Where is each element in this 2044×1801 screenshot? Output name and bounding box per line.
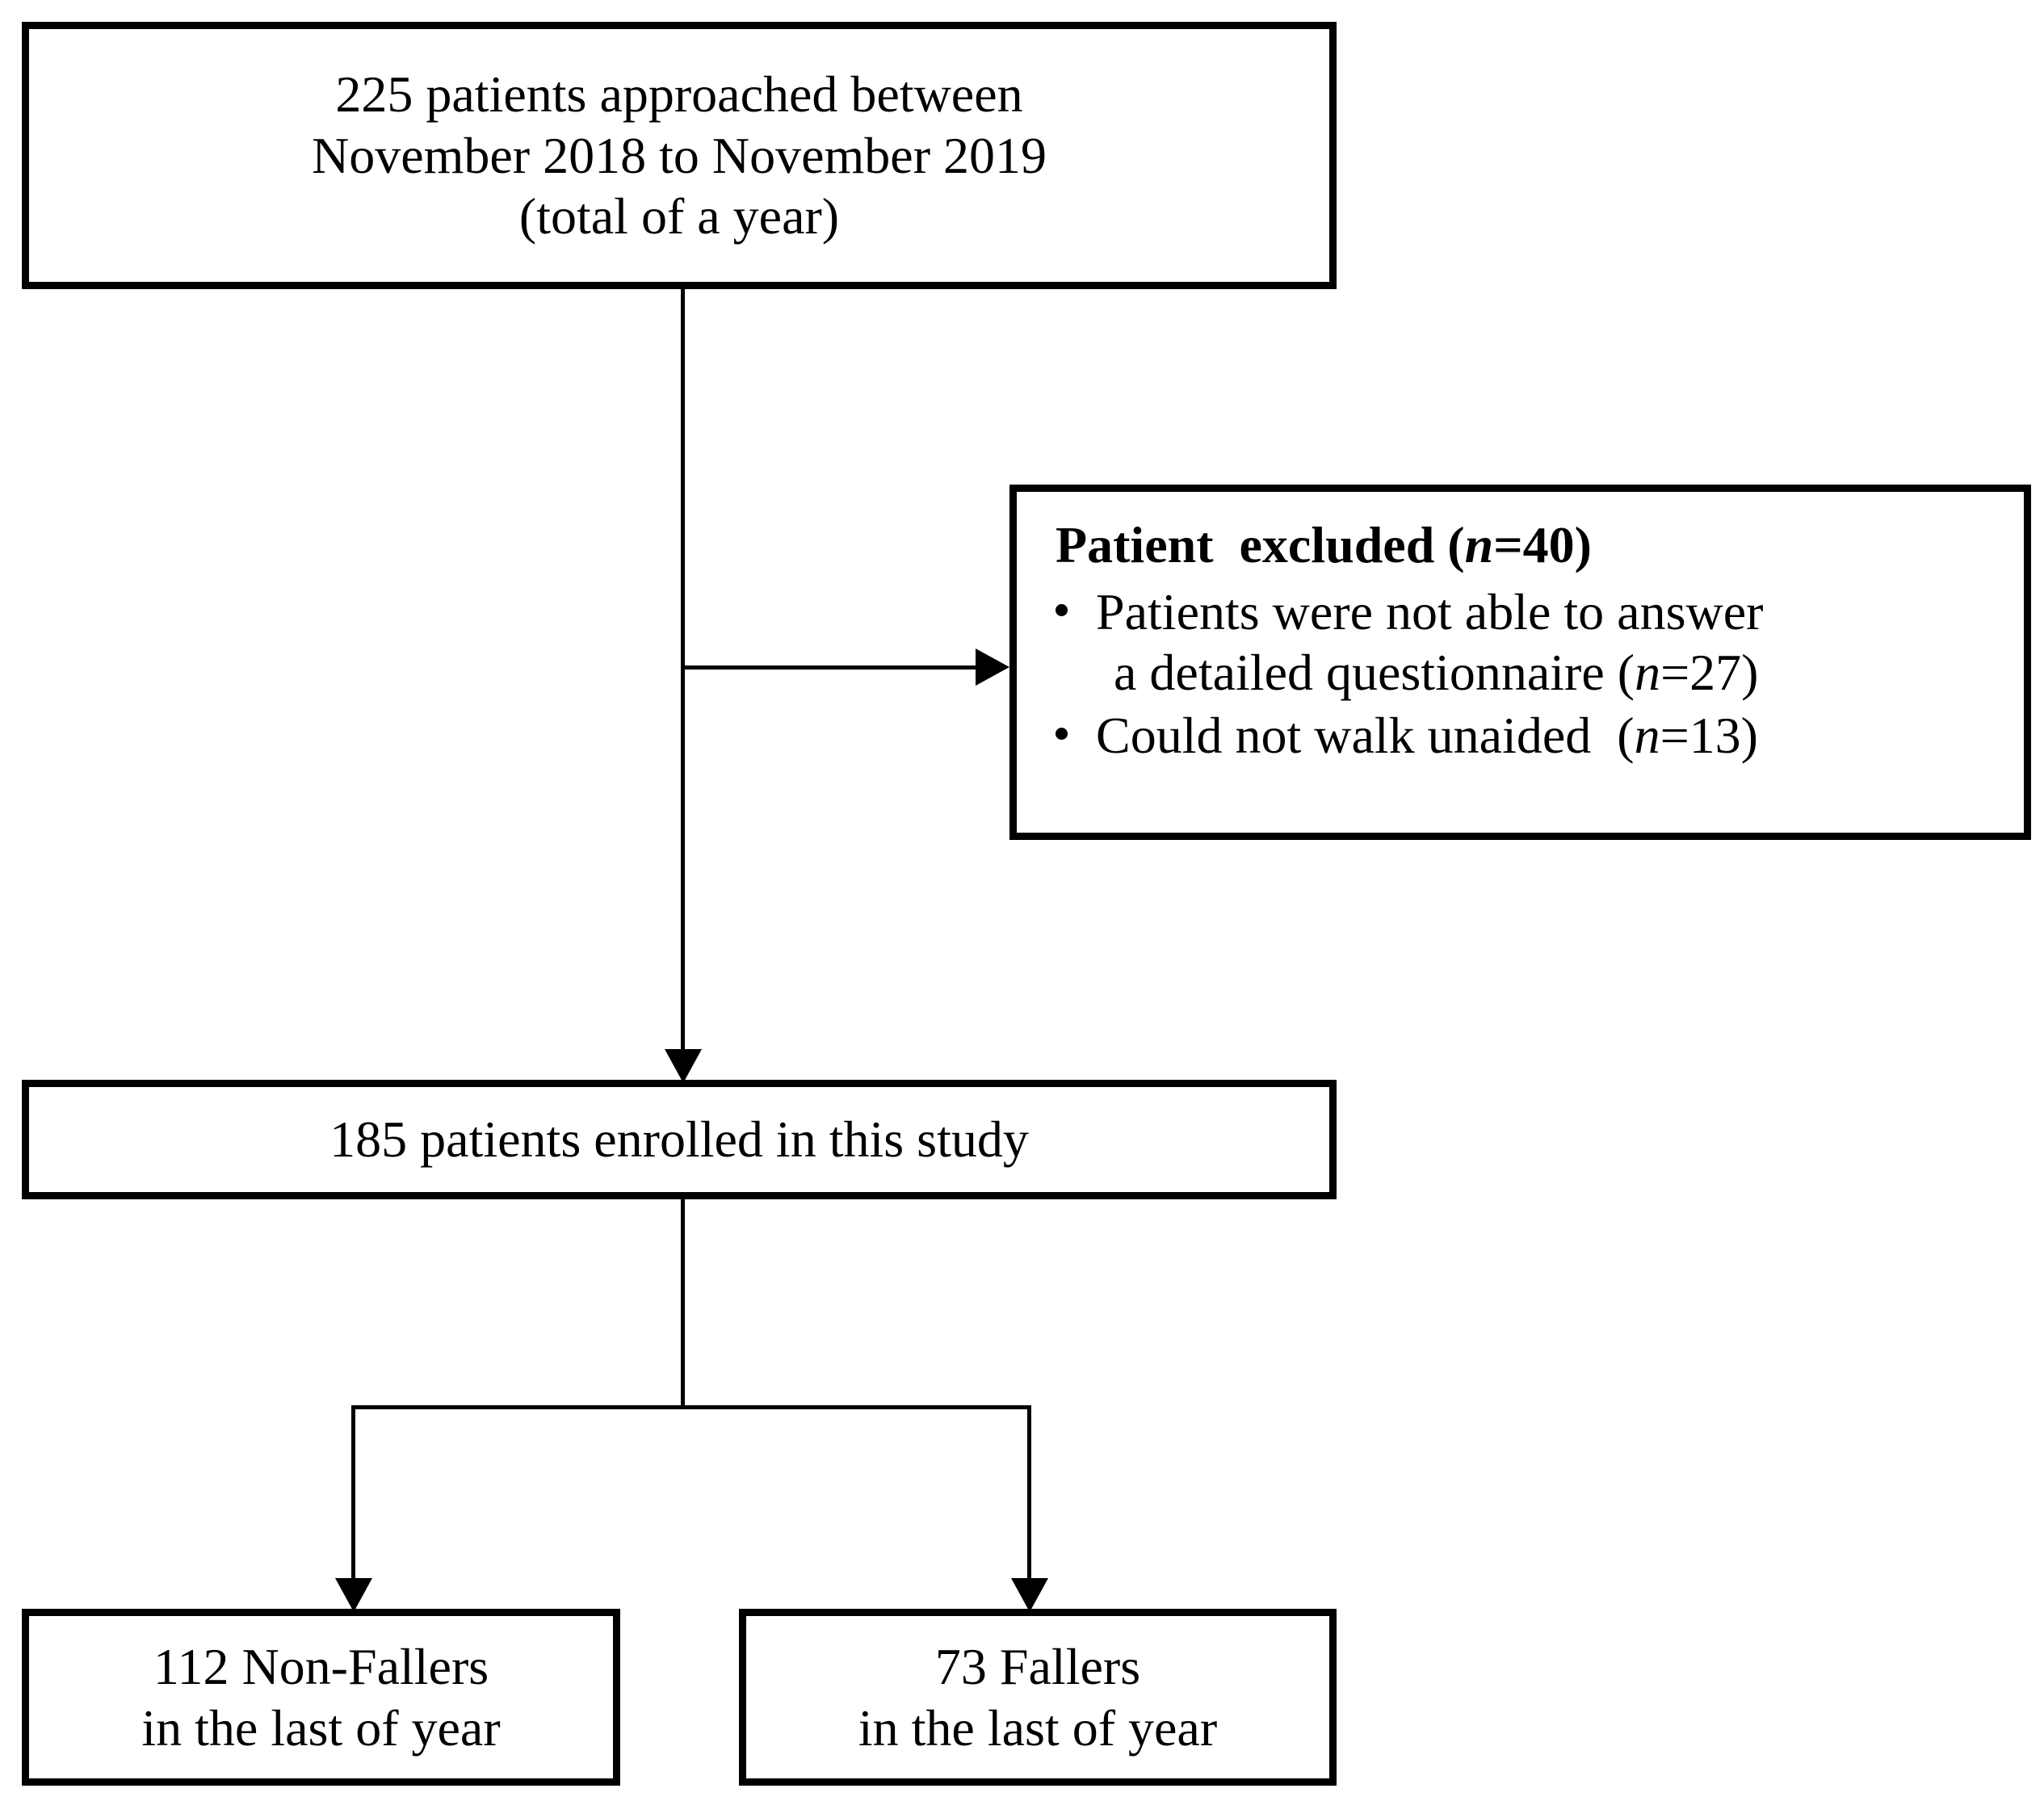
node-fallers-line-1: 73 Fallers [934, 1637, 1141, 1695]
node-fallers: 73 Fallers in the last of year [739, 1609, 1337, 1786]
list-item: Patients were not able to answer a detai… [1038, 581, 2003, 703]
bullet-2-italic-n: n [1634, 706, 1660, 764]
node-fallers-line-2: in the last of year [858, 1698, 1218, 1757]
connector-drop-left [351, 1405, 355, 1580]
node-enrolled-line-1: 185 patients enrolled in this study [329, 1110, 1029, 1169]
connector-trunk-upper [681, 289, 685, 1051]
arrowhead-down-icon [1011, 1578, 1048, 1612]
bullet-1-line-2-tail: =27) [1660, 644, 1759, 702]
node-non-fallers-line-2: in the last of year [141, 1698, 501, 1757]
node-excluded-heading-text: Patient excluded ( [1056, 516, 1465, 573]
connector-trunk-lower [681, 1199, 685, 1408]
bullet-2-line-1-prefix: Could not walk unaided ( [1096, 706, 1635, 764]
list-item: Could not walk unaided (n=13) [1038, 705, 2003, 766]
node-approached-line-1: 225 patients approached between [335, 65, 1023, 124]
arrowhead-down-icon [335, 1578, 372, 1612]
connector-split-bar [353, 1405, 1031, 1409]
node-excluded-heading-italic-n: n [1464, 516, 1494, 573]
node-patients-enrolled: 185 patients enrolled in this study [22, 1080, 1337, 1199]
bullet-dot-icon [1056, 603, 1068, 616]
arrowhead-down-icon [665, 1049, 702, 1083]
bullet-2-line-1-tail: =13) [1660, 706, 1758, 764]
bullet-dot-icon [1056, 727, 1068, 740]
bullet-1-italic-n: n [1635, 644, 1661, 702]
connector-drop-right [1027, 1405, 1031, 1580]
bullet-1-line-2-prefix: a detailed questionnaire ( [1114, 644, 1635, 702]
arrowhead-right-icon [976, 649, 1009, 686]
node-excluded-heading: Patient excluded (n=40) [1056, 514, 2003, 577]
node-patients-approached: 225 patients approached between November… [22, 22, 1337, 289]
connector-branch-to-excluded [685, 665, 976, 670]
node-approached-line-3: (total of a year) [518, 187, 840, 246]
node-patient-excluded: Patient excluded (n=40) Patients were no… [1009, 485, 2031, 840]
bullet-1-line-2: a detailed questionnaire (n=27) [1096, 642, 2003, 703]
bullet-1-line-1: Patients were not able to answer [1096, 582, 1764, 640]
node-excluded-bullet-list: Patients were not able to answer a detai… [1038, 581, 2003, 768]
node-approached-line-2: November 2018 to November 2019 [311, 126, 1047, 184]
node-excluded-heading-tail: =40) [1493, 516, 1592, 573]
node-non-fallers-line-1: 112 Non-Fallers [153, 1637, 489, 1695]
node-non-fallers: 112 Non-Fallers in the last of year [22, 1609, 620, 1786]
